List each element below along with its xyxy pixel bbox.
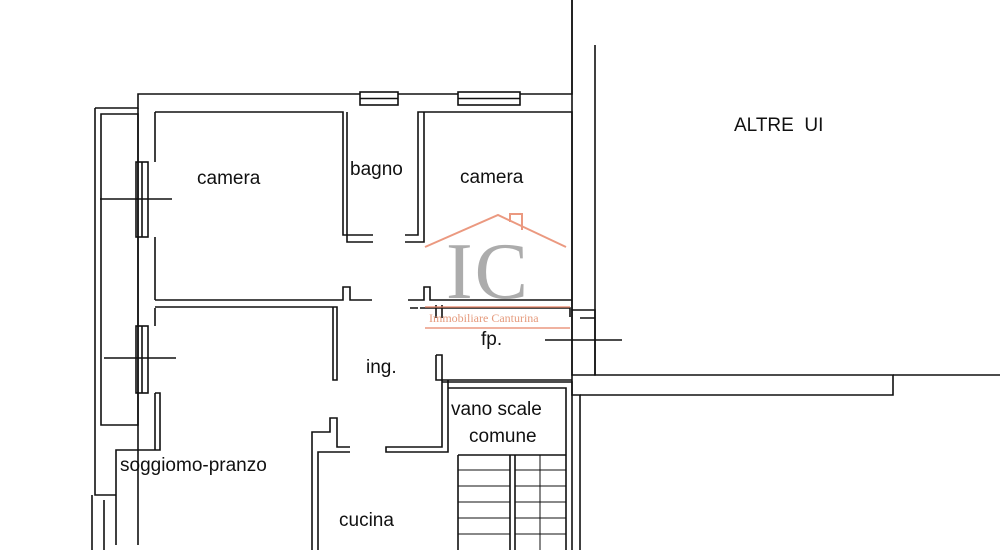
watermark-letters: IC	[446, 232, 530, 312]
label-cucina: cucina	[339, 511, 394, 530]
label-soggiorno: soggiomo-pranzo	[120, 456, 267, 475]
window-camera-right	[458, 92, 520, 105]
label-fp: fp.	[481, 330, 502, 349]
label-vano-scale: vano scale	[451, 400, 542, 419]
label-ingresso: ing.	[366, 358, 397, 377]
window-soggiorno	[104, 326, 176, 393]
camera-soggiorno-wall-inner	[155, 307, 337, 380]
cucina-inner-wall	[318, 452, 350, 550]
window-camera-left	[100, 162, 172, 237]
fp-south-wall	[436, 355, 572, 380]
window-bagno	[360, 92, 398, 105]
stair-steps	[458, 455, 566, 550]
label-comune: comune	[469, 427, 537, 446]
label-altre-ui: ALTRE UI	[734, 116, 823, 135]
balcony-inner	[101, 114, 138, 425]
watermark-company: Immobiliare Canturina	[429, 312, 539, 324]
bagno-right-wall	[405, 112, 424, 242]
altre-ui-inner	[580, 45, 893, 395]
label-bagno: bagno	[350, 160, 403, 179]
label-camera-right: camera	[460, 168, 523, 187]
east-wall	[572, 310, 595, 375]
label-camera-left: camera	[197, 169, 260, 188]
camera-soggiorno-wall	[155, 287, 372, 300]
altre-ui-outer	[572, 0, 580, 550]
